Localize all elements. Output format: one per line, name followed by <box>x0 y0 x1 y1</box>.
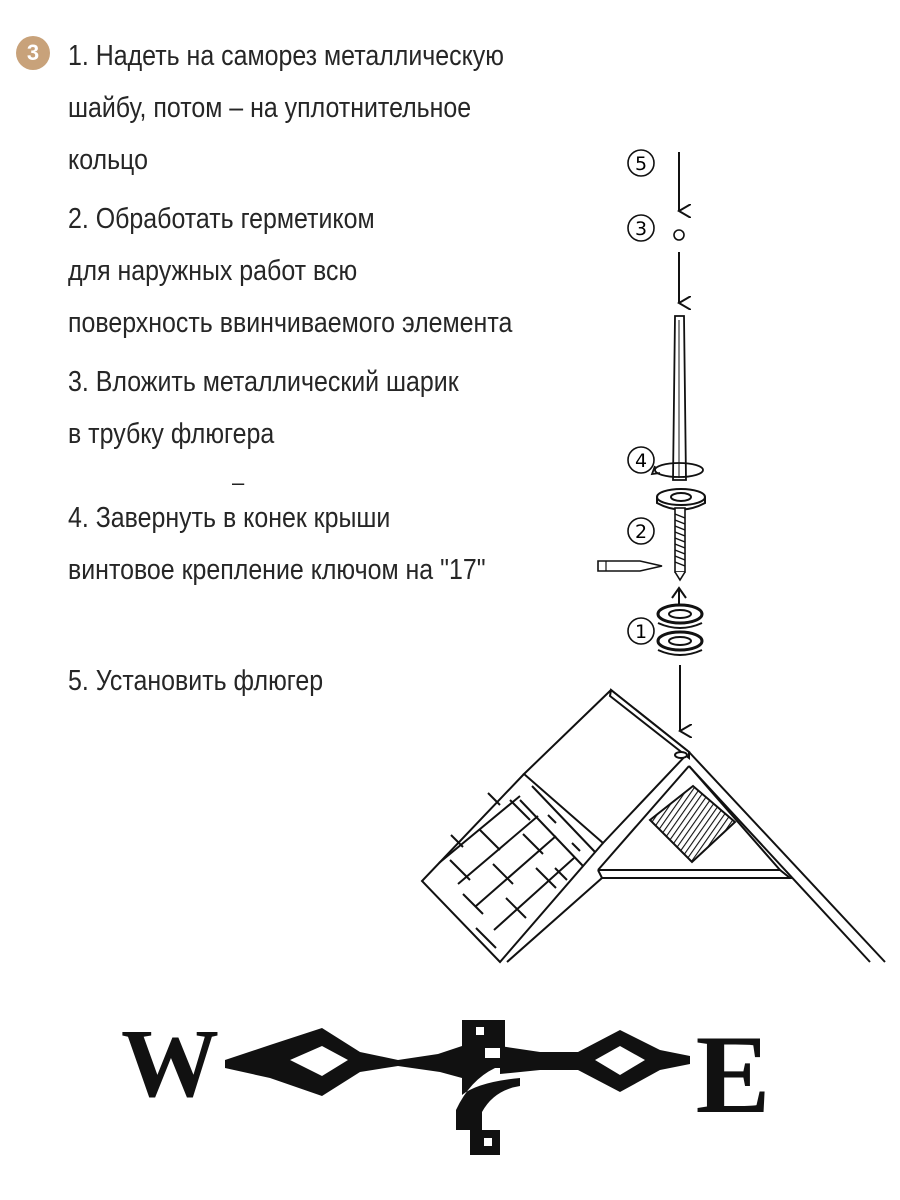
svg-text:2: 2 <box>635 521 647 543</box>
step-1-line-3: кольцо <box>68 144 148 176</box>
step-number-badge: 3 <box>16 36 50 70</box>
metal-ball <box>673 229 685 241</box>
instruction-step-3: 3. Вложить металлический шарик в трубку … <box>68 356 459 460</box>
step-1-line-2: шайбу, потом – на уплотнительное <box>68 92 472 124</box>
instruction-step-1: 1. Надеть на саморез металлическую шайбу… <box>68 30 504 186</box>
step-2-line-2: для наружных работ всю <box>68 255 358 287</box>
svg-text:5: 5 <box>635 153 647 175</box>
step-2-line-3: поверхность ввинчиваемого элемента <box>68 307 513 339</box>
callout-5: 5 <box>627 149 655 177</box>
vane-letter-east: E <box>696 1013 771 1137</box>
screw <box>674 507 686 582</box>
sealant-applicator-icon <box>597 560 663 572</box>
step-2-line-1: 2. Обработать герметиком <box>68 203 375 235</box>
step-1-line-1: 1. Надеть на саморез металлическую <box>68 40 504 72</box>
step-4-line-2: винтовое крепление ключом на "17" <box>68 554 486 586</box>
instruction-step-5: 5. Установить флюгер <box>68 655 323 707</box>
weather-vane: W E <box>121 1010 770 1155</box>
arrow-washer-up <box>671 586 687 605</box>
callout-4: 4 <box>627 446 655 474</box>
svg-text:4: 4 <box>635 450 647 472</box>
instruction-step-2: 2. Обработать герметиком для наружных ра… <box>68 193 512 349</box>
seal-ring-and-washer <box>656 603 704 656</box>
svg-text:3: 3 <box>635 218 647 240</box>
step-5-line-1: 5. Установить флюгер <box>68 665 324 697</box>
roof-ridge-illustration <box>420 688 886 964</box>
svg-text:1: 1 <box>635 621 647 643</box>
callout-1: 1 <box>627 617 655 645</box>
callout-3: 3 <box>627 214 655 242</box>
step-3-line-2: в трубку флюгера <box>68 418 275 450</box>
vane-letter-west: W <box>121 1010 219 1118</box>
upper-washer <box>656 488 706 511</box>
step-3-line-1: 3. Вложить металлический шарик <box>68 366 459 398</box>
rotation-arrow-icon <box>650 462 704 478</box>
callout-2: 2 <box>627 517 655 545</box>
vane-arm <box>225 1028 690 1096</box>
instruction-step-4: 4. Завернуть в конек крыши винтовое креп… <box>68 492 486 596</box>
step-4-line-1: 4. Завернуть в конек крыши <box>68 502 391 534</box>
stray-dash: – <box>232 470 245 495</box>
vane-mount <box>456 1020 520 1155</box>
